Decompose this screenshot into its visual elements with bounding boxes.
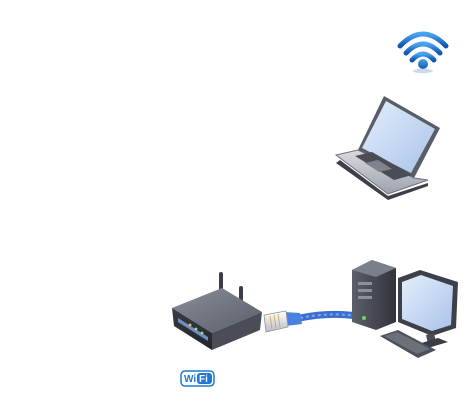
wifi-logo-icon: Wi Fi xyxy=(180,370,215,387)
desktop-computer-icon xyxy=(352,260,458,358)
wifi-signal-icon xyxy=(397,31,449,74)
svg-text:Wi: Wi xyxy=(184,374,196,385)
laptop-icon xyxy=(334,96,440,200)
router-icon xyxy=(172,272,262,350)
svg-text:Fi: Fi xyxy=(199,374,208,385)
ethernet-cable-icon xyxy=(263,310,360,333)
